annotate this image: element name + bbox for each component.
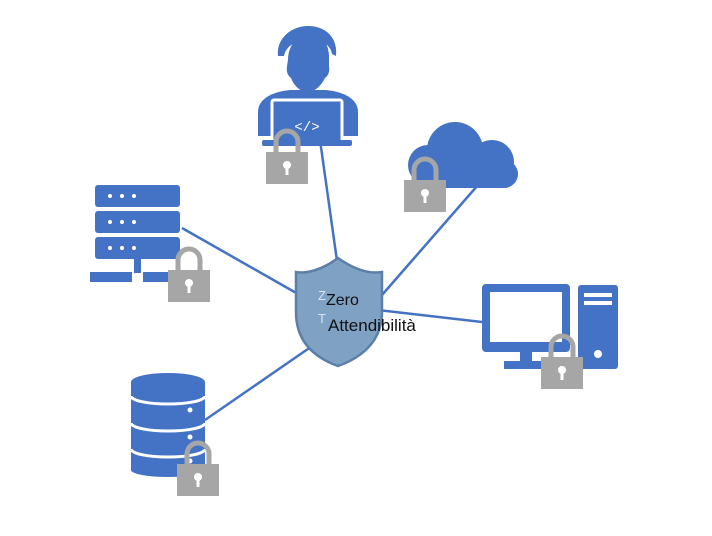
- server-rack-icon: [90, 185, 185, 282]
- shield-monogram-bottom: T: [318, 311, 326, 326]
- svg-text:</>: </>: [294, 120, 319, 136]
- developer-laptop-icon: </>: [258, 26, 358, 146]
- cloud-icon: [408, 122, 518, 188]
- connector-developer: [318, 139, 340, 269]
- shield-monogram-top: Z: [318, 288, 326, 303]
- connector-database: [204, 340, 319, 422]
- connector-lines: [181, 139, 483, 422]
- connector-server: [181, 226, 299, 296]
- database-icon: [129, 373, 207, 477]
- desktop-computer-icon: [482, 284, 618, 369]
- connector-cloud: [381, 184, 479, 296]
- center-label-line2: Attendibilità: [328, 316, 416, 335]
- connector-desktop: [377, 308, 483, 324]
- shield-icon: [294, 256, 384, 368]
- center-label-line1: Zero: [326, 292, 359, 309]
